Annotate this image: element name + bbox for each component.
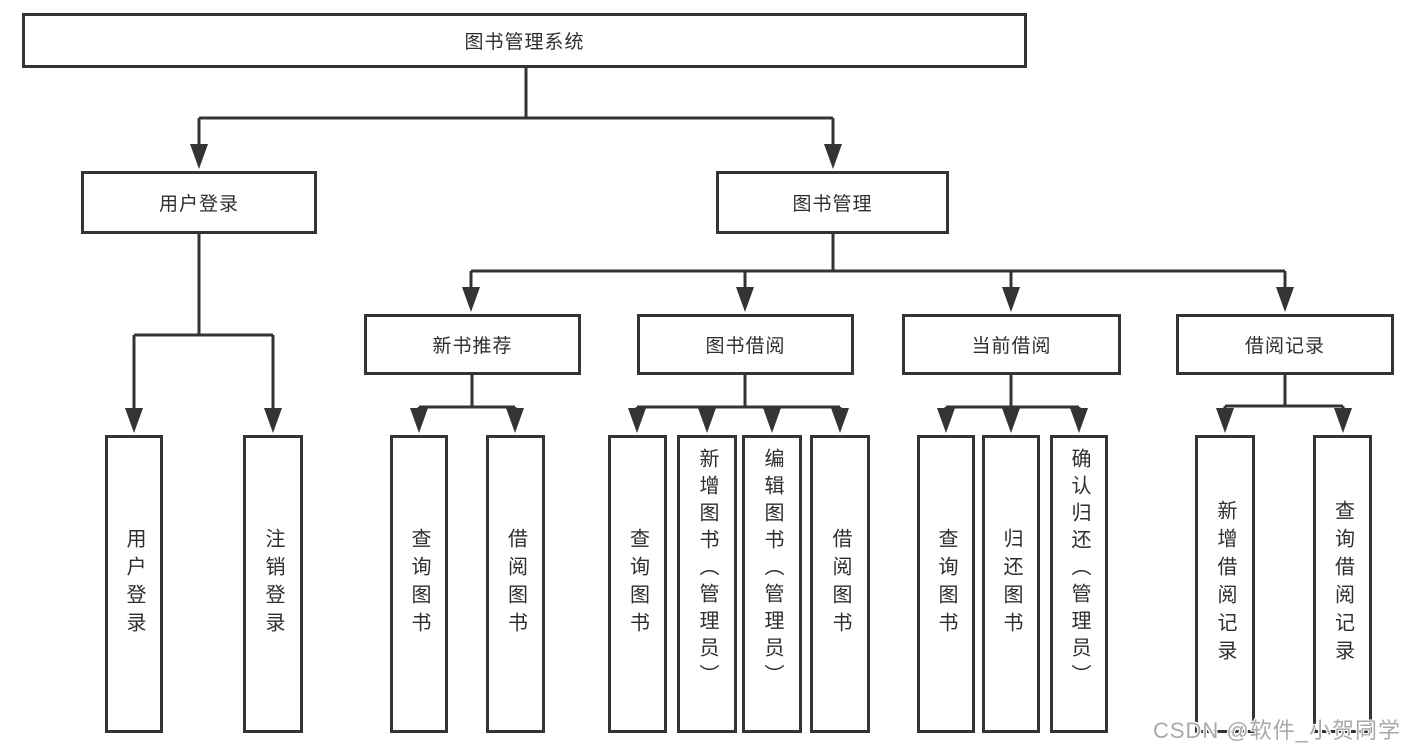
leaf-add-borrow-record-label: 新增借阅记录	[1214, 500, 1236, 668]
leaf-confirm-return-admin-label: 确认归还（管理员）	[1068, 448, 1090, 691]
leaf-recommend-query-books-label: 查询图书	[408, 528, 430, 640]
leaf-add-borrow-record: 新增借阅记录	[1195, 435, 1255, 733]
node-book-borrowing: 图书借阅	[637, 314, 854, 375]
leaf-logout-label: 注销登录	[262, 528, 284, 640]
leaf-recommend-query-books: 查询图书	[390, 435, 448, 733]
leaf-recommend-borrow-books-label: 借阅图书	[504, 528, 527, 640]
node-library-system-label: 图书管理系统	[464, 32, 585, 53]
leaf-borrowing-query-books-label: 查询图书	[626, 528, 649, 640]
node-new-book-recommendation-label: 新书推荐	[432, 336, 513, 357]
leaf-recommend-borrow-books: 借阅图书	[486, 435, 545, 733]
leaf-borrowing-query-books: 查询图书	[608, 435, 667, 733]
node-book-borrowing-label: 图书借阅	[705, 336, 786, 357]
leaf-confirm-return-admin: 确认归还（管理员）	[1050, 435, 1108, 733]
leaf-borrowing-borrow-books-label: 借阅图书	[829, 528, 851, 640]
node-borrowing-records-label: 借阅记录	[1244, 336, 1325, 357]
node-current-borrowing-label: 当前借阅	[971, 336, 1052, 357]
node-current-borrowing: 当前借阅	[902, 314, 1121, 375]
leaf-return-books-label: 归还图书	[1000, 528, 1022, 640]
leaf-return-books: 归还图书	[982, 435, 1040, 733]
leaf-current-query-books-label: 查询图书	[935, 528, 957, 640]
leaf-current-query-books: 查询图书	[917, 435, 975, 733]
leaf-add-books-admin-label: 新增图书（管理员）	[696, 448, 718, 691]
node-user-login-label: 用户登录	[158, 194, 239, 215]
leaf-query-borrow-record: 查询借阅记录	[1313, 435, 1372, 733]
watermark: CSDN @软件_小贺同学	[1152, 718, 1401, 743]
leaf-user-login: 用户登录	[105, 435, 163, 733]
leaf-logout: 注销登录	[243, 435, 303, 733]
node-user-login: 用户登录	[81, 171, 317, 234]
leaf-add-books-admin: 新增图书（管理员）	[677, 435, 737, 733]
leaf-edit-books-admin: 编辑图书（管理员）	[742, 435, 802, 733]
node-library-system: 图书管理系统	[22, 13, 1027, 68]
leaf-borrowing-borrow-books: 借阅图书	[810, 435, 870, 733]
node-book-management-label: 图书管理	[792, 194, 873, 215]
leaf-user-login-label: 用户登录	[123, 528, 145, 640]
node-borrowing-records: 借阅记录	[1176, 314, 1394, 375]
leaf-query-borrow-record-label: 查询借阅记录	[1331, 500, 1354, 668]
leaf-edit-books-admin-label: 编辑图书（管理员）	[761, 448, 783, 691]
node-book-management: 图书管理	[716, 171, 949, 234]
node-new-book-recommendation: 新书推荐	[364, 314, 581, 375]
